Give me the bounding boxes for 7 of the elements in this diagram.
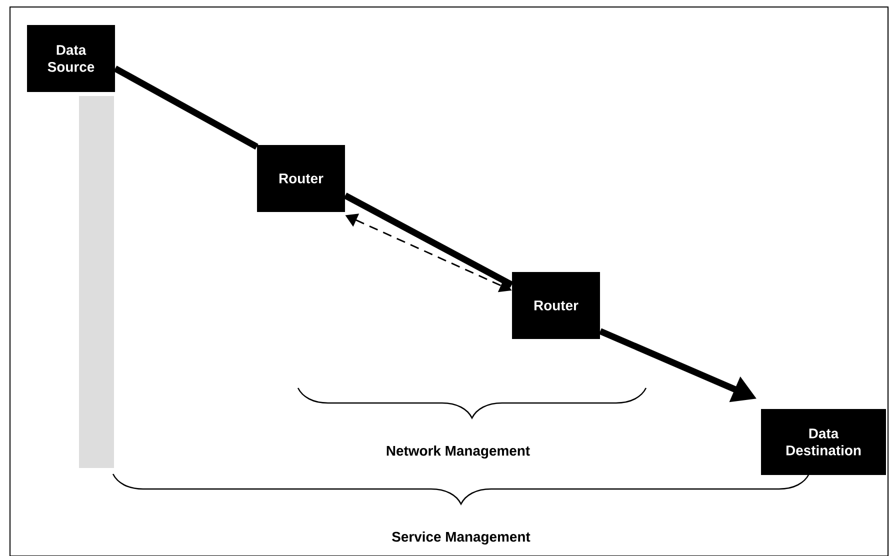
device-box: Data Source — [27, 25, 115, 92]
device-box: Router — [512, 272, 600, 339]
device-box: Router — [257, 145, 345, 212]
device-box: Data Destination — [761, 409, 886, 475]
shaded-bar — [79, 96, 114, 468]
brace-label: Network Management — [386, 445, 530, 459]
brace-label: Service Management — [392, 531, 530, 545]
